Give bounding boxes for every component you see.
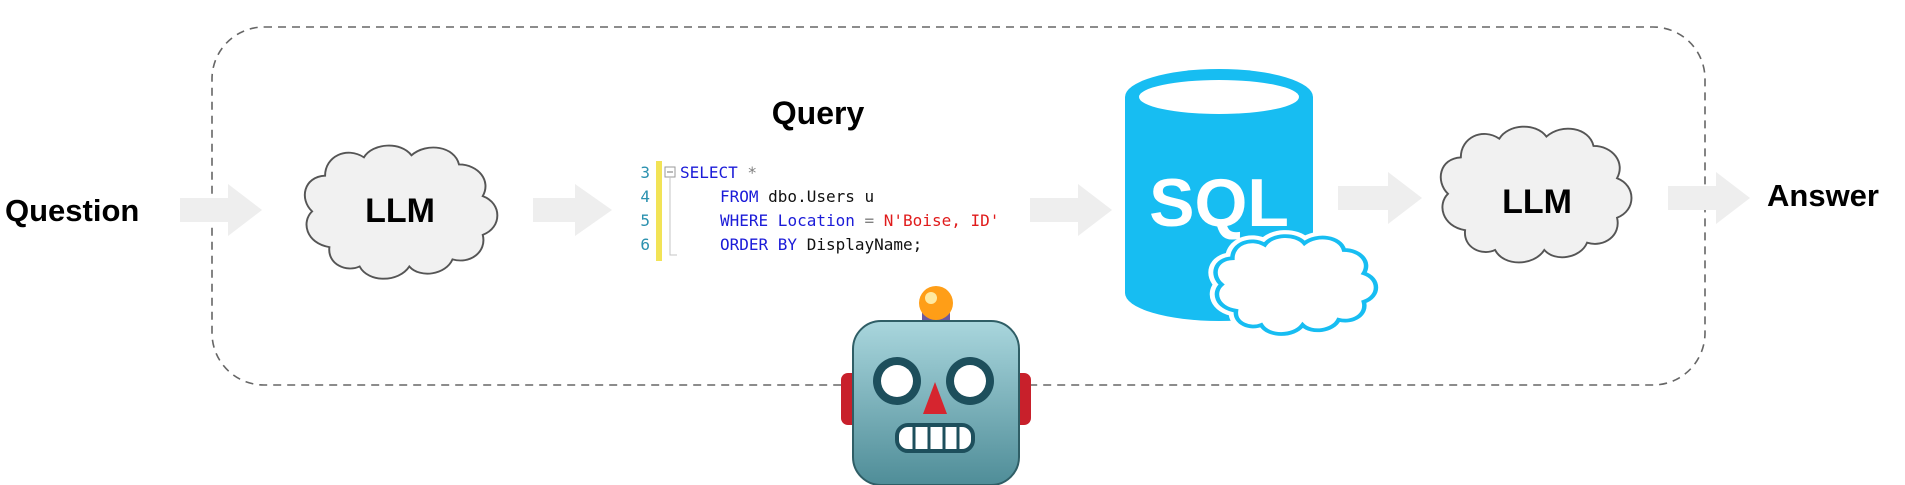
flow-arrow-llm-to-answer [1668, 172, 1750, 224]
cloud-icon [1216, 236, 1376, 334]
llm-label-first: LLM [365, 192, 435, 230]
query-title: Query [772, 95, 865, 131]
from-keyword: FROM [720, 187, 759, 206]
where-column: Location [768, 211, 855, 230]
flow-arrow-llm-to-query [533, 184, 612, 236]
flow-arrow-question-to-llm [180, 184, 262, 236]
where-operator: = [855, 211, 874, 230]
where-value: N'Boise, ID' [874, 211, 999, 230]
change-bar [656, 161, 662, 261]
order-by-column: DisplayName; [797, 235, 922, 254]
code-line-from: FROM dbo.Users u [720, 187, 874, 206]
sql-label: SQL [1149, 165, 1289, 241]
flow-arrow-database-to-llm [1338, 172, 1422, 224]
code-line-select: SELECT * [680, 163, 757, 182]
llm-label-second: LLM [1502, 183, 1572, 221]
line-number-3: 3 [640, 163, 650, 182]
sql-database: SQL [1125, 69, 1376, 334]
question-label: Question [5, 193, 139, 228]
robot-icon [841, 286, 1031, 485]
where-keyword: WHERE [720, 211, 768, 230]
line-number-5: 5 [640, 211, 650, 230]
select-star: * [738, 163, 757, 182]
select-keyword: SELECT [680, 163, 738, 182]
llm-cloud-second: LLM [1439, 125, 1633, 264]
llm-cloud-first: LLM [303, 144, 499, 280]
sql-code-snippet: 3 4 5 6 SELECT * FROM dbo.Users u WHERE … [640, 161, 999, 261]
line-number-6: 6 [640, 235, 650, 254]
code-line-where: WHERE Location = N'Boise, ID' [720, 211, 999, 230]
code-line-order-by: ORDER BY DisplayName; [720, 235, 922, 254]
flow-arrow-query-to-database [1030, 184, 1112, 236]
answer-label: Answer [1767, 178, 1879, 213]
line-number-4: 4 [640, 187, 650, 206]
from-table: dbo.Users u [759, 187, 875, 206]
order-by-keyword: ORDER BY [720, 235, 797, 254]
